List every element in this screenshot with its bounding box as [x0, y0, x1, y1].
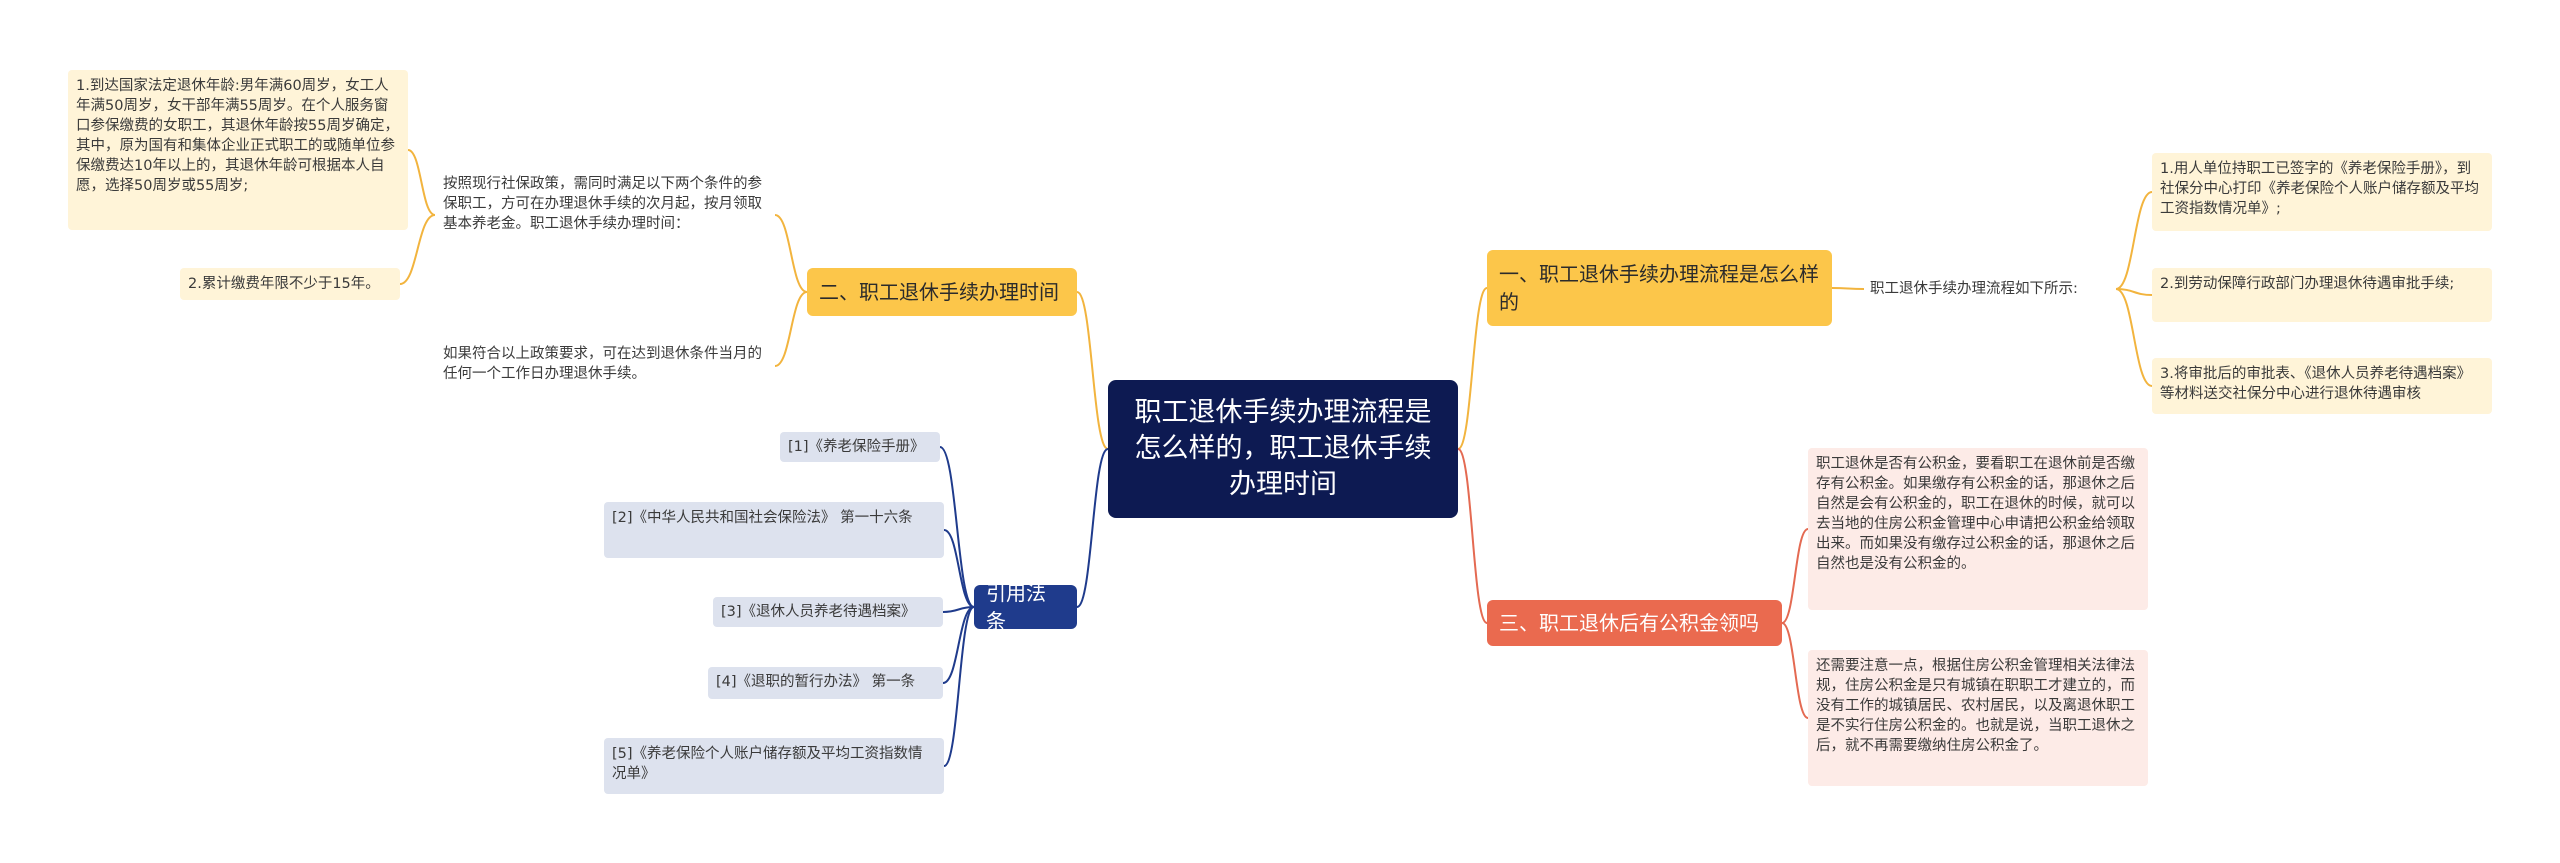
connector-references-item2	[943, 529, 975, 608]
branch-process[interactable]: 一、职工退休手续办理流程是怎么样的	[1487, 250, 1832, 326]
connector-branch3-item2	[1781, 622, 1809, 719]
reference-2[interactable]: [2]《中华人民共和国社会保险法》 第一十六条	[604, 502, 944, 558]
connector-policy-condition2	[399, 214, 436, 285]
housing-fund-note: 还需要注意一点，根据住房公积金管理相关法律法规，住房公积金是只有城镇在职职工才建…	[1808, 650, 2148, 786]
housing-fund-answer: 职工退休是否有公积金，要看职工在退休前是否缴存有公积金。如果缴存有公积金的话，那…	[1808, 448, 2148, 610]
connector-branch2-policy	[774, 214, 808, 293]
connector-intro-step1	[2115, 191, 2153, 290]
connector-intro-step2	[2115, 288, 2153, 296]
branch-housing-fund[interactable]: 三、职工退休后有公积金领吗	[1487, 600, 1782, 646]
connector-references-item5	[943, 606, 975, 767]
connector-branch1-intro	[1831, 287, 1865, 290]
connector-root-branch2	[1076, 291, 1109, 450]
reference-4[interactable]: [4]《退职的暂行办法》 第一条	[708, 667, 943, 699]
branch-references[interactable]: 引用法条	[974, 581, 1077, 633]
connector-intro-step3	[2115, 288, 2153, 387]
connector-root-branch4	[1076, 448, 1109, 608]
timing-note: 如果符合以上政策要求，可在达到退休条件当月的任何一个工作日办理退休手续。	[435, 338, 775, 394]
connector-root-branch1	[1457, 287, 1488, 450]
reference-1[interactable]: [1]《养老保险手册》	[780, 432, 940, 462]
condition-1: 1.到达国家法定退休年龄:男年满60周岁，女工人年满50周岁，女干部年满55周岁…	[68, 70, 408, 230]
reference-3[interactable]: [3]《退休人员养老待遇档案》	[713, 597, 943, 627]
connector-branch2-note	[774, 291, 808, 367]
connector-root-branch3	[1457, 448, 1488, 624]
connector-branch3-item1	[1781, 528, 1809, 624]
connector-references-item4	[942, 606, 975, 684]
process-step-1: 1.用人单位持职工已签字的《养老保险手册》，到社保分中心打印《养老保险个人账户储…	[2152, 153, 2492, 231]
condition-2: 2.累计缴费年限不少于15年。	[180, 268, 400, 300]
process-step-3: 3.将审批后的审批表、《退休人员养老待遇档案》等材料送交社保分中心进行退休待遇审…	[2152, 358, 2492, 414]
process-intro: 职工退休手续办理流程如下所示:	[1864, 274, 2116, 304]
reference-5[interactable]: [5]《养老保险个人账户储存额及平均工资指数情况单》	[604, 738, 944, 794]
process-step-2: 2.到劳动保障行政部门办理退休待遇审批手续;	[2152, 268, 2492, 322]
connector-references-item1	[939, 446, 975, 608]
root-topic[interactable]: 职工退休手续办理流程是怎么样的，职工退休手续办理时间	[1108, 380, 1458, 518]
branch-timing[interactable]: 二、职工退休手续办理时间	[807, 268, 1077, 316]
policy-text: 按照现行社保政策，需同时满足以下两个条件的参保职工，方可在办理退休手续的次月起，…	[435, 168, 775, 262]
connector-policy-condition1	[407, 149, 436, 216]
connector-references-item3	[942, 606, 975, 613]
